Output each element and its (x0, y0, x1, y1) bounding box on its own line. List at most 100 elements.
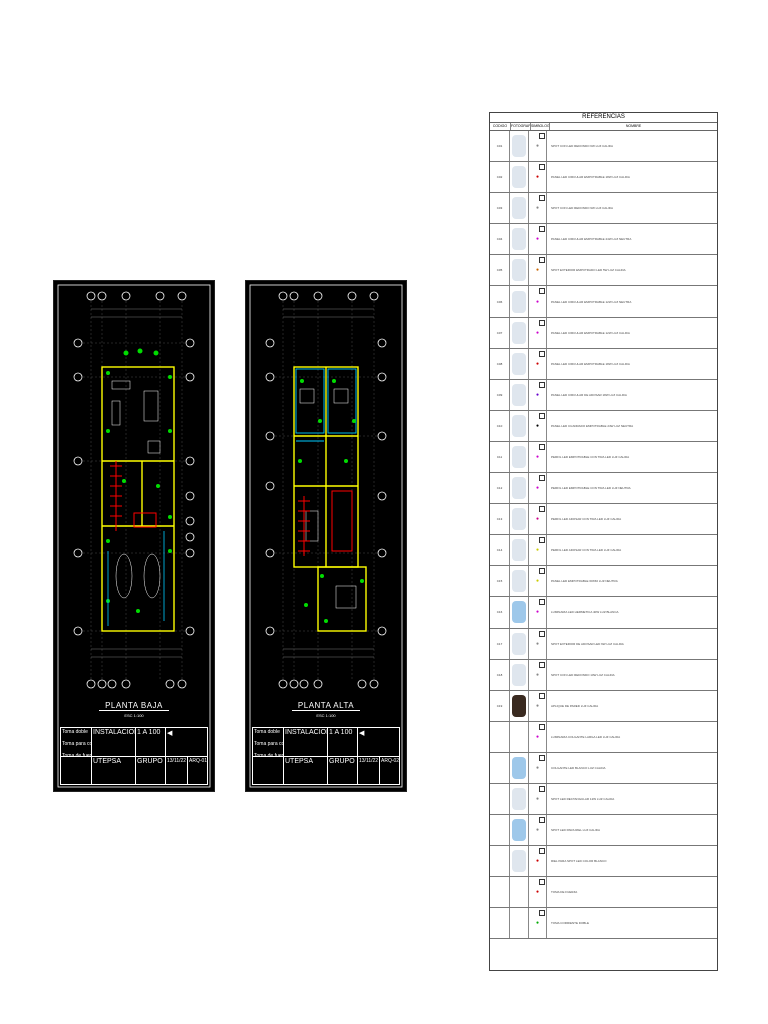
luminaire-photo-icon (512, 570, 526, 593)
luminaire-symbol-icon: ● (535, 267, 540, 274)
reference-photo (510, 255, 529, 286)
reference-code: C02 (490, 162, 510, 193)
luminaire-photo-icon (512, 197, 526, 220)
reference-photo (510, 473, 529, 504)
references-header-row: CODIGO FOTOGRAFIA SIMBOLOGIA NOMBRE (490, 123, 717, 131)
luminaire-symbol-icon: ● (535, 516, 540, 523)
reference-photo (510, 877, 529, 908)
reference-symbol: ● (529, 690, 547, 721)
reference-name: PANEL LED CIRCULAR EMPOTRABLE 24W LUZ NE… (551, 237, 632, 242)
reference-symbol: ● (529, 131, 547, 162)
reference-name: PANEL LED EMPOTRABLE 60X60 LUZ NEUTRA (551, 579, 618, 584)
reference-code (490, 752, 510, 783)
reference-name: TOMA CORRIENTE DOBLE (551, 921, 589, 926)
reference-code: C03 (490, 193, 510, 224)
corner-marker-icon (539, 879, 545, 886)
table-row: ●SPOT LED PARA RIEL LUZ CALIDA (490, 815, 717, 847)
reference-photo (510, 690, 529, 721)
corner-marker-icon (539, 475, 545, 482)
table-row: ● TOMA CORRIENTE DOBLE (490, 908, 717, 940)
reference-name: RIEL PARA SPOT LED COLOR BLANCO (551, 859, 607, 864)
reference-photo (510, 597, 529, 628)
reference-name: SPOT LED RECTANGULAR 12W LUZ CALIDA (551, 797, 615, 802)
corner-marker-icon (539, 568, 545, 575)
luminaire-symbol-icon: ● (535, 733, 540, 740)
table-row: C17●SPOT EXTERIOR DE ADOSAR LED 6W LUZ C… (490, 628, 717, 660)
table-row: C10●PANEL LED CUADRADO EMPOTRABLE 24W LU… (490, 410, 717, 442)
reference-code: C15 (490, 566, 510, 597)
luminaire-photo-icon (512, 383, 526, 406)
table-row: ● LUMINARIA COLGANTE LARGA LED LUZ CALIDA (490, 721, 717, 753)
luminaire-photo-icon (512, 352, 526, 375)
table-row: C13●PERFIL LED ADOSAR CON TIRA LED LUZ C… (490, 504, 717, 536)
luminaire-symbol-icon: ● (535, 671, 540, 678)
table-row: C06●PANEL LED CIRCULAR EMPOTRABLE 12W LU… (490, 286, 717, 318)
reference-photo (510, 224, 529, 255)
reference-photo (510, 783, 529, 815)
luminaire-photo-icon (512, 663, 526, 686)
reference-photo (510, 504, 529, 535)
reference-photo (510, 721, 529, 752)
luminaire-symbol-icon: ● (535, 485, 540, 492)
title-block-institution: UTEPSA (91, 757, 135, 784)
title-block-group: GRUPO 6 (135, 757, 165, 784)
reference-code: C10 (490, 410, 510, 441)
luminaire-symbol-icon: ● (535, 920, 540, 927)
reference-code: C09 (490, 379, 510, 410)
corner-marker-icon (539, 661, 545, 668)
reference-name: LUMINARIA COLGANTE LARGA LED LUZ CALIDA (551, 734, 621, 739)
reference-symbol: ● (529, 659, 547, 690)
reference-symbol: ● (529, 504, 547, 535)
table-row: C08 ● PANEL LED CIRCULAR EMPOTRABLE 18W LU… (490, 348, 717, 380)
corner-marker-icon (539, 133, 545, 139)
corner-marker-icon (539, 630, 545, 637)
reference-name: PERFIL LED ADOSAR CON TIRA LED LUZ CALID… (551, 548, 622, 553)
corner-marker-icon (539, 195, 545, 202)
reference-photo (510, 815, 529, 846)
plan-sheet-planta-alta: PLANTA ALTA ESC 1:100 Toma doble Toma pa… (245, 280, 407, 792)
luminaire-photo-icon (512, 632, 526, 655)
luminaire-symbol-icon: ● (535, 609, 540, 616)
reference-photo (510, 628, 529, 659)
reference-photo (510, 162, 529, 193)
table-row: C16●LUMINARIA LED HERMETICA 40W LUZ BLAN… (490, 597, 717, 629)
reference-name: PANEL LED CIRCULAR EMPOTRABLE 18W LUZ CA… (551, 175, 630, 180)
reference-name: COLGANTE LED BLANCO LUZ CALIDA (551, 765, 606, 770)
reference-photo (510, 410, 529, 441)
reference-symbol: ● (529, 535, 547, 566)
reference-symbol: ● (529, 379, 547, 410)
table-row: C11●PERFIL LED EMPOTRABLE CON TIRA LED L… (490, 441, 717, 474)
title-block-date: 13/11/22 (357, 757, 379, 784)
reference-code (490, 877, 510, 908)
reference-code: C12 (490, 473, 510, 504)
reference-code (490, 783, 510, 815)
table-row: C01●SPOT CON LED REDONDO 6W LUZ CALIDA (490, 131, 717, 163)
reference-name: PANEL LED CIRCULAR EMPOTRABLE 18W LUZ CA… (551, 361, 630, 366)
reference-code: C08 (490, 348, 510, 379)
luminaire-symbol-icon: ● (535, 422, 540, 429)
reference-name: SPOT EXTERIOR DE ADOSAR LED 6W LUZ CALID… (551, 641, 624, 646)
title-block-project: INSTALACIONES ELECTRICAS (91, 728, 135, 756)
reference-photo (510, 846, 529, 877)
corner-marker-icon (539, 599, 545, 606)
reference-photo (510, 193, 529, 224)
luminaire-symbol-icon: ● (535, 205, 540, 212)
luminaire-symbol-icon: ● (535, 143, 540, 150)
table-row: C05●SPOT EXTERIOR EMPOTRADO LED 5W LUZ C… (490, 255, 717, 287)
reference-code: C18 (490, 659, 510, 690)
reference-symbol: ● (529, 783, 547, 815)
reference-symbol: ● (529, 908, 547, 939)
table-row: ●TOMA DE FUERZA (490, 877, 717, 909)
reference-symbol: ● (529, 348, 547, 379)
luminaire-photo-icon (512, 756, 526, 779)
luminaire-photo-icon (512, 166, 526, 189)
reference-symbol: ● (529, 752, 547, 783)
reference-symbol: ● (529, 473, 547, 504)
luminaire-symbol-icon: ● (535, 702, 540, 709)
title-block-institution: UTEPSA (283, 757, 327, 784)
reference-name: PERFIL LED EMPOTRABLE CON TIRA LED LUZ C… (551, 454, 630, 459)
corner-marker-icon (539, 381, 545, 388)
reference-name: SPOT EXTERIOR EMPOTRADO LED 5W LUZ CALID… (551, 268, 626, 273)
reference-symbol: ● (529, 877, 547, 908)
luminaire-symbol-icon: ● (535, 640, 540, 647)
